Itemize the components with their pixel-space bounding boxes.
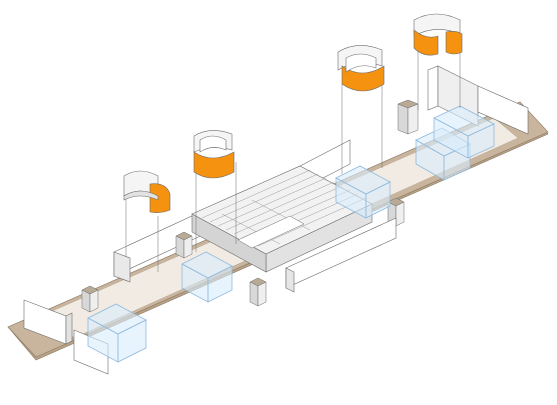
central-platform xyxy=(191,165,373,273)
partition-wall xyxy=(285,267,295,293)
columns xyxy=(81,99,419,313)
column xyxy=(387,197,405,227)
column xyxy=(81,285,99,313)
glass-meeting-room xyxy=(433,105,495,159)
glass-meeting-room xyxy=(87,303,147,363)
suspended-curved-booths xyxy=(123,13,463,213)
glass-rooms xyxy=(87,105,495,363)
stair-ramp xyxy=(237,215,305,249)
suspended-curved-booth xyxy=(413,13,463,56)
glass-meeting-room xyxy=(181,251,233,303)
suspended-curved-booth xyxy=(123,170,171,213)
partition-wall xyxy=(477,85,529,135)
column xyxy=(249,277,267,307)
suspended-curved-booth xyxy=(193,130,235,179)
partition-wall xyxy=(427,65,439,111)
glass-meeting-room xyxy=(335,165,391,219)
partition-wall xyxy=(113,251,131,283)
partition-wall xyxy=(65,312,73,345)
column xyxy=(175,231,193,259)
suspended-curved-booth xyxy=(337,45,385,92)
column xyxy=(397,99,419,135)
